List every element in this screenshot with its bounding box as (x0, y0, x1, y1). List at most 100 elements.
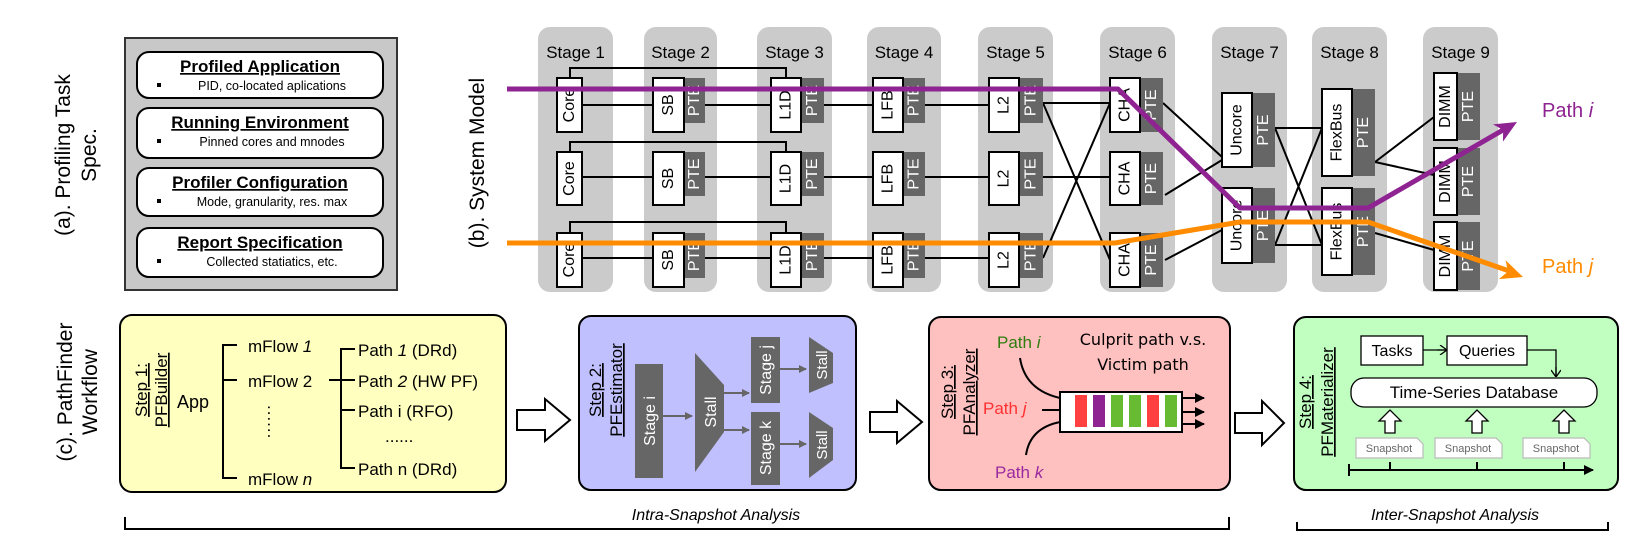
intra-snapshot-label: Intra-Snapshot Analysis (632, 507, 800, 524)
stage-label: Stage 6 (1108, 43, 1167, 62)
step1-name: PFBuilder (152, 352, 171, 427)
path-j-label: Path j (983, 399, 1028, 418)
pte-label: PTE (1023, 240, 1040, 271)
unit-label: Core (561, 243, 578, 278)
bullet-icon (157, 83, 161, 87)
arrowhead-icon (1492, 122, 1517, 142)
stage-label: Stage 2 (651, 43, 710, 62)
flow-arrow-icon (516, 396, 572, 444)
snapshot-label: Snapshot (1445, 443, 1491, 455)
stage-label: Stage 1 (546, 43, 605, 62)
pte-block (1019, 152, 1043, 196)
pte-label: PTE (686, 158, 703, 189)
interconnect-wire (569, 67, 787, 78)
flow-arrow-icon (869, 398, 924, 446)
unit-label: CHA (1117, 161, 1134, 195)
pte-label: PTE (1460, 166, 1477, 197)
pte-label: PTE (1460, 91, 1477, 122)
unit-label: L2 (996, 170, 1013, 188)
pte-label: PTE (686, 240, 703, 271)
snapshot-label: Snapshot (1366, 443, 1412, 455)
intra-snapshot-bracket (124, 517, 1230, 530)
pte-block (684, 152, 705, 196)
queue-entry (1147, 395, 1159, 427)
unit-label: SB (660, 168, 677, 189)
pte-label: PTE (1355, 117, 1372, 148)
pte-block (1140, 233, 1163, 287)
stall-label: Stall (814, 350, 831, 379)
spec-section-bullet: Pinned cores and mnodes (199, 135, 344, 149)
pte-label: PTE (804, 240, 821, 271)
path-i-curve (1019, 357, 1061, 399)
upload-arrow-icon (1464, 409, 1490, 434)
interconnect-wire (1162, 102, 1223, 261)
path-k-curve (1025, 421, 1061, 456)
unit-box (556, 151, 583, 206)
spec-section-box (136, 167, 384, 217)
panel-a-label-line2: Spec. (78, 128, 101, 182)
stage-unit: Core (556, 77, 583, 133)
snapshot-file-icon (1355, 437, 1424, 459)
time-series-database (1350, 377, 1598, 408)
pte-block (1252, 93, 1275, 167)
step4-name: PFMaterializer (1318, 347, 1337, 457)
stage-unit: PTE L2 (988, 151, 1043, 206)
queue-entry (1075, 395, 1087, 427)
unit-box (1109, 151, 1141, 206)
pte-label: PTE (1143, 163, 1160, 194)
stage-label: Stage 7 (1220, 43, 1279, 62)
interconnect-wire (1274, 127, 1323, 246)
unit-label: L2 (996, 96, 1013, 114)
database-label: Time-Series Database (1390, 383, 1559, 402)
panel-a-label-line1: (a). Profiling Task (52, 74, 75, 236)
pte-label: PTE (1023, 158, 1040, 189)
unit-box (1433, 72, 1458, 141)
pte-label: PTE (906, 240, 923, 271)
stage-label: Stage 8 (1320, 43, 1379, 62)
pte-block (1352, 89, 1375, 176)
culprit-caption-line1: Culprit path v.s. (1080, 330, 1207, 349)
unit-box (872, 151, 904, 206)
queries-box (1446, 335, 1528, 366)
path-ellipsis: ...... (385, 427, 413, 446)
pte-block (903, 152, 925, 196)
mflow-tree-bracket (222, 344, 237, 479)
spec-section-title: Profiler Configuration (172, 173, 348, 192)
stall-trapezoid (809, 412, 833, 478)
unit-box (988, 151, 1020, 206)
step4-pfmaterializer-box: Step 4: PFMaterializer Tasks Queries Tim… (1293, 316, 1619, 491)
stage-unit: Core (556, 151, 583, 206)
flow-arrow-icon (1234, 398, 1286, 448)
unit-label: SB (660, 249, 677, 270)
spec-section-title: Report Specification (177, 233, 342, 252)
pte-block (1140, 152, 1163, 205)
path-j-route (507, 219, 1516, 276)
unit-label: L1D (778, 90, 795, 119)
profiling-task-spec-panel: (a). Profiling Task Spec. Profiled Appli… (52, 37, 398, 291)
stage-label: Stage 9 (1431, 43, 1490, 62)
path-tree-bracket (329, 348, 355, 469)
queries-label: Queries (1459, 343, 1515, 360)
bullet-icon (157, 139, 161, 143)
pte-label: PTE (1143, 244, 1160, 275)
stage-unit: PTE SB (652, 151, 705, 206)
culprit-caption-line2: Victim path (1097, 355, 1189, 374)
stage-j-block (751, 337, 780, 403)
panel-c-label-line1: (c). PathFinder (54, 323, 77, 462)
tasks-label: Tasks (1372, 343, 1413, 360)
step2-name: PFEstimator (607, 343, 626, 437)
step1-background (119, 314, 507, 493)
unit-label: CHA (1117, 88, 1134, 122)
stall-label: Stall (814, 430, 831, 459)
spec-section-box (136, 51, 384, 99)
workflow-panel: (c). PathFinder Workflow Step 1: PFBuild… (54, 314, 1619, 531)
unit-label: FlexBus (1329, 203, 1346, 261)
